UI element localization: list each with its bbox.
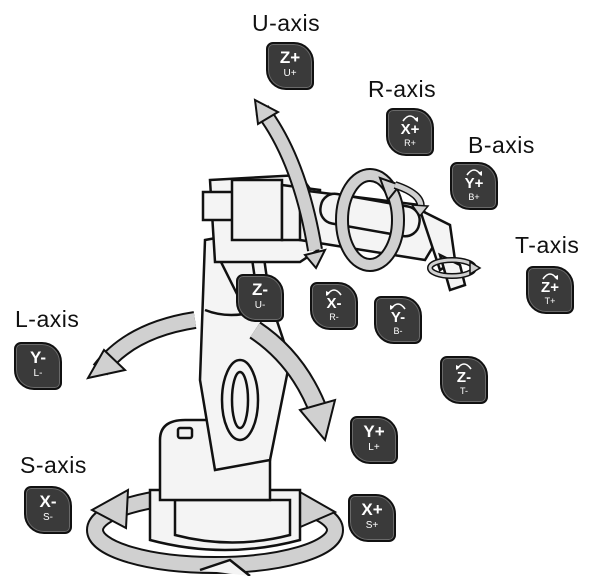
rotation-arrow-icon (390, 303, 406, 310)
l-axis-label: L-axis (15, 306, 80, 332)
rotation-arrow-icon (466, 169, 482, 176)
key-face (450, 162, 498, 210)
t-axis-label: T-axis (515, 232, 580, 258)
rotation-arrow-icon (402, 115, 418, 122)
key-main-label: Z- (456, 369, 472, 386)
key-sub-label: S- (43, 512, 53, 523)
rotation-arrow-icon (326, 289, 342, 296)
u-axis-label: U-axis (252, 10, 321, 36)
rx-minus-r-minus-key[interactable]: X- R- (310, 282, 358, 330)
r-axis-label: R-axis (368, 76, 437, 102)
key-main-label: Y- (390, 309, 406, 326)
key-sub-label: T- (460, 386, 468, 396)
u-axis-rotation-arrow (253, 98, 327, 270)
key-main-label: Z+ (279, 48, 301, 67)
key-sub-label: R+ (404, 138, 416, 148)
rz-minus-t-minus-key[interactable]: Z- T- (440, 356, 488, 404)
ry-plus-b-plus-key[interactable]: Y+ B+ (450, 162, 498, 210)
x-plus-s-plus-key[interactable]: X+ S+ (348, 494, 396, 542)
rotation-arrow-icon (542, 273, 558, 280)
key-sub-label: T+ (544, 296, 556, 306)
key-sub-label: R- (329, 312, 339, 322)
key-main-label: X- (326, 295, 342, 312)
b-axis-label: B-axis (468, 132, 535, 158)
key-main-label: Y+ (363, 422, 385, 441)
t-axis-rotation-arrow (427, 257, 482, 279)
key-face (236, 274, 284, 322)
z-plus-u-plus-key[interactable]: Z+ U+ (266, 42, 314, 90)
key-main-label: Z+ (541, 279, 559, 296)
key-sub-label: L+ (368, 442, 380, 453)
rz-plus-t-plus-key[interactable]: Z+ T+ (526, 266, 574, 314)
rotation-arrow-icon (456, 363, 472, 370)
key-face (24, 486, 72, 534)
s-axis-label: S-axis (20, 452, 87, 478)
key-sub-label: B+ (468, 192, 480, 202)
key-main-label: X+ (400, 121, 420, 138)
key-sub-label: U+ (283, 68, 297, 79)
key-main-label: Z- (251, 280, 269, 299)
z-minus-u-minus-key[interactable]: Z- U- (236, 274, 284, 322)
key-main-label: X- (39, 492, 57, 511)
x-minus-s-minus-key[interactable]: X- S- (24, 486, 72, 534)
key-sub-label: U- (254, 300, 266, 311)
key-sub-label: B- (393, 326, 403, 336)
y-minus-l-minus-key[interactable]: Y- L- (14, 342, 62, 390)
key-main-label: Y- (29, 348, 47, 367)
key-face (350, 416, 398, 464)
r-axis-rotation-arrow (335, 168, 405, 272)
b-axis-rotation-arrow (393, 181, 430, 218)
key-main-label: X+ (361, 500, 383, 519)
y-plus-l-plus-key[interactable]: Y+ L+ (350, 416, 398, 464)
key-sub-label: L- (33, 368, 43, 379)
rx-plus-r-plus-key[interactable]: X+ R+ (386, 108, 434, 156)
key-sub-label: S+ (365, 520, 379, 531)
l-axis-rotation-arrow (86, 311, 337, 443)
key-face (266, 42, 314, 90)
key-face (348, 494, 396, 542)
key-face (14, 342, 62, 390)
ry-minus-b-minus-key[interactable]: Y- B- (374, 296, 422, 344)
key-main-label: Y+ (464, 175, 484, 192)
